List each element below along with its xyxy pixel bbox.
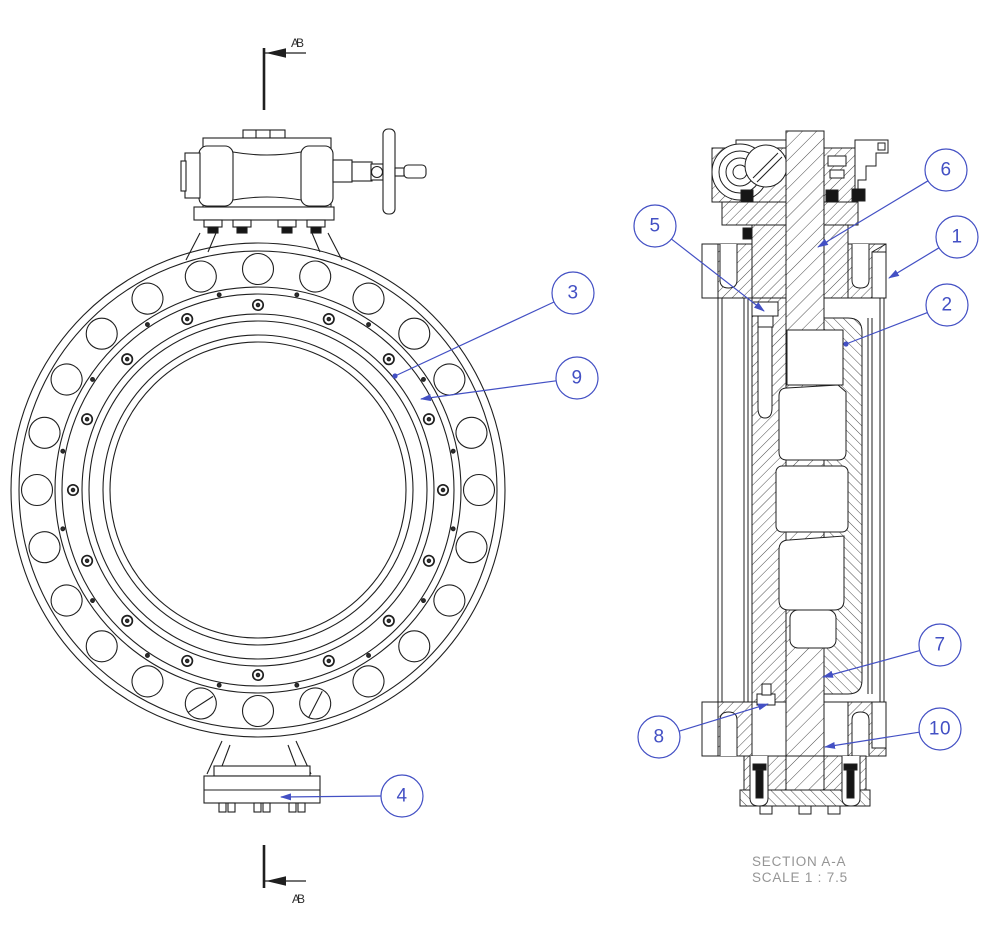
balloon-7: 7 xyxy=(822,623,962,678)
section-caption: SECTION A-A SCALE 1 : 7.5 xyxy=(752,854,848,885)
flange-rings xyxy=(10,242,506,738)
balloon-4: 4 xyxy=(280,774,424,818)
bottom-cover xyxy=(203,740,321,813)
balloon-9-leader xyxy=(420,380,557,402)
balloon-10-label: 10 xyxy=(929,719,951,740)
balloon-1-label: 1 xyxy=(951,227,962,248)
balloon-10-leader xyxy=(824,731,920,749)
bottom-marker-letter-a: A xyxy=(292,892,300,906)
section-caption-scale: SCALE 1 : 7.5 xyxy=(752,870,848,885)
balloon-7-label: 7 xyxy=(934,635,945,656)
bottom-marker-letter-b: B xyxy=(297,892,305,906)
section-view xyxy=(701,130,889,815)
balloon-1: 1 xyxy=(888,215,979,279)
bottom-cover-bolts xyxy=(218,802,306,813)
front-view xyxy=(10,128,506,813)
flange-bolt-holes xyxy=(20,252,496,728)
balloon-8-leader xyxy=(678,703,769,732)
balloon-7-leader xyxy=(822,650,920,678)
top-marker-letter-b: B xyxy=(296,36,304,50)
section-caption-title: SECTION A-A xyxy=(752,854,846,869)
packing-columns xyxy=(751,224,849,299)
actuator-bolts xyxy=(203,219,326,234)
balloon-1-leader xyxy=(888,247,940,279)
balloon-9: 9 xyxy=(420,356,599,402)
top-marker-letter-a: A xyxy=(291,36,299,50)
balloon-6: 6 xyxy=(817,148,968,248)
balloon-8-label: 8 xyxy=(653,727,664,748)
retainer-screws xyxy=(66,298,450,682)
handwheel xyxy=(332,128,427,215)
seat-holder-column xyxy=(751,297,787,706)
balloon-5-label: 5 xyxy=(649,216,660,237)
balloon-5-leader xyxy=(671,238,765,312)
balloon-3: 3 xyxy=(392,271,595,379)
top-neck xyxy=(185,232,343,261)
bottom-trunnion-section xyxy=(739,755,871,815)
balloon-9-label: 9 xyxy=(571,368,582,389)
balloon-6-label: 6 xyxy=(940,160,951,181)
worm-gear xyxy=(744,144,788,188)
top-section-marker: A B xyxy=(262,36,306,110)
balloon-8: 8 xyxy=(637,703,769,759)
balloon-4-label: 4 xyxy=(396,786,407,807)
disc-hub-bosses xyxy=(775,329,849,649)
balloon-3-leader xyxy=(394,301,555,377)
balloon-6-leader xyxy=(817,180,929,248)
top-body-flange xyxy=(701,243,887,299)
balloon-4-leader xyxy=(280,793,382,801)
balloon-3-label: 3 xyxy=(567,283,578,304)
balloon-2-label: 2 xyxy=(941,295,952,316)
retainer-pin-dots xyxy=(60,292,456,688)
slashed-bolt-holes xyxy=(187,690,323,718)
balloon-10: 10 xyxy=(824,707,962,751)
gear-actuator xyxy=(180,128,427,234)
balloon-2: 2 xyxy=(843,283,969,347)
balloon-callouts: 1 2 3 4 5 6 xyxy=(280,148,979,818)
balloon-2-leader xyxy=(845,312,928,345)
bottom-section-marker: A B xyxy=(262,845,306,906)
balloon-5: 5 xyxy=(633,204,765,312)
